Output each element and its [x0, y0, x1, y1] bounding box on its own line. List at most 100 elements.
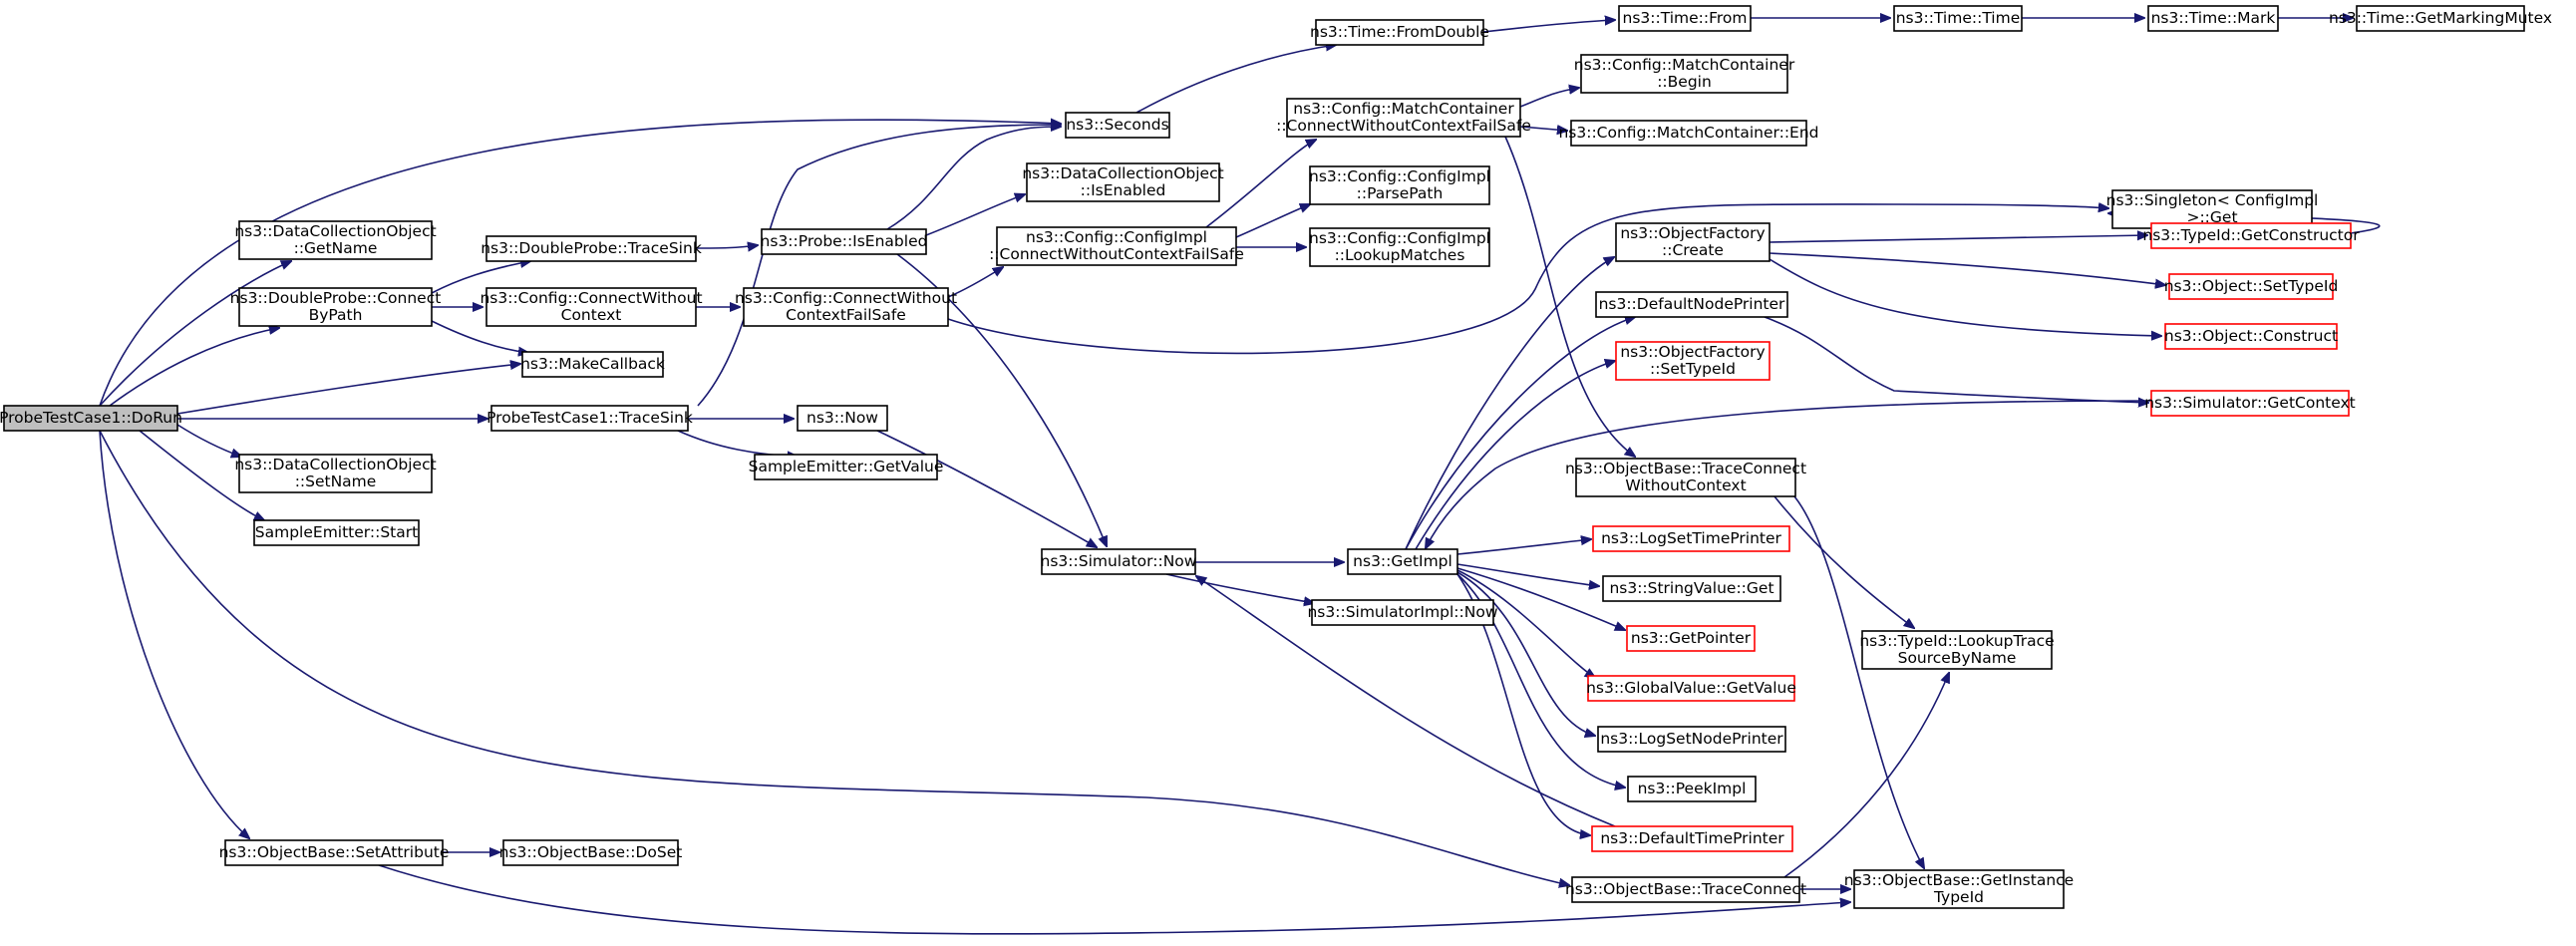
node-getimpl[interactable]: ns3::GetImpl [1347, 548, 1458, 575]
node-singleton-get[interactable]: ns3::Singleton< ConfigImpl >::Get [2106, 189, 2319, 229]
node-box [1309, 165, 1490, 205]
node-label: ByPath [309, 306, 363, 324]
node-label: TypeId [1933, 888, 1984, 906]
edge-of_create-to-object_construct [1769, 258, 2161, 336]
node-stringvalue-get[interactable]: ns3::StringValue::Get [1602, 575, 1781, 602]
node-box [238, 287, 433, 327]
node-box [1311, 599, 1494, 626]
node-box [1602, 575, 1781, 602]
node-label: ns3::ObjectBase::SetAttribute [219, 843, 450, 861]
node-se-getvalue[interactable]: SampleEmitter::GetValue [749, 454, 944, 480]
node-box [1309, 227, 1490, 267]
node-time-from[interactable]: ns3::Time::From [1618, 5, 1752, 32]
node-label: ::SetName [295, 473, 377, 490]
node-defaulttimeprinter[interactable]: ns3::DefaultTimePrinter [1591, 825, 1793, 852]
node-time-time[interactable]: ns3::Time::Time [1893, 5, 2023, 32]
node-sim-getcontext[interactable]: ns3::Simulator::GetContext [2144, 390, 2356, 417]
edge-dorun-to-se_start [139, 430, 264, 520]
node-object-settypeid[interactable]: ns3::Object::SetTypeId [2164, 273, 2339, 300]
node-se-start[interactable]: SampleEmitter::Start [253, 519, 420, 546]
edge-dp_connect-to-makecallback [431, 320, 528, 353]
edge-mc_cwcfs-to-mc_begin [1519, 88, 1579, 108]
node-box [1041, 548, 1196, 575]
node-time-getmutex[interactable]: ns3::Time::GetMarkingMutex [2329, 5, 2552, 32]
node-dco-isenabled[interactable]: ns3::DataCollectionObject::IsEnabled [1022, 162, 1224, 202]
node-ob-tcwc[interactable]: ns3::ObjectBase::TraceConnectWithoutCont… [1565, 458, 1806, 497]
node-ob-setattr[interactable]: ns3::ObjectBase::SetAttribute [219, 839, 450, 866]
node-label: ns3::Time::Time [1896, 9, 2021, 27]
node-time-fromdouble[interactable]: ns3::Time::FromDouble [1310, 19, 1489, 46]
node-mc-begin[interactable]: ns3::Config::MatchContainer::Begin [1574, 54, 1795, 94]
edge-ob_tcwc-to-typeid_lookup [1773, 495, 1914, 628]
node-dco-getname[interactable]: ns3::DataCollectionObject::GetName [234, 220, 437, 260]
node-label: ns3::Config::ConfigImpl [1309, 229, 1490, 247]
node-cfg-cwc[interactable]: ns3::Config::ConnectWithoutContext [480, 287, 703, 327]
node-dorun[interactable]: ProbeTestCase1::DoRun [0, 405, 182, 432]
node-box [238, 220, 433, 260]
node-label: ::Begin [1657, 73, 1712, 91]
node-gv-getvalue[interactable]: ns3::GlobalValue::GetValue [1586, 675, 1796, 702]
node-ptc-tracesink[interactable]: ProbeTestCase1::TraceSink [486, 405, 693, 432]
node-label: ContextFailSafe [786, 306, 906, 324]
node-time-mark[interactable]: ns3::Time::Mark [2147, 5, 2279, 32]
node-makecallback[interactable]: ns3::MakeCallback [520, 351, 665, 378]
node-sim-now[interactable]: ns3::Simulator::Now [1041, 548, 1197, 575]
node-label: ::Create [1662, 241, 1724, 259]
node-label: ns3::ObjectBase::TraceConnect [1565, 880, 1806, 898]
node-logsetnodeprinter[interactable]: ns3::LogSetNodePrinter [1597, 726, 1786, 753]
node-now[interactable]: ns3::Now [797, 405, 888, 432]
node-mc-cwcfs[interactable]: ns3::Config::MatchContainer::ConnectWith… [1276, 98, 1531, 138]
edge-ob_setattr-to-ob_getinstance [378, 864, 1850, 935]
node-ob-traceconnect[interactable]: ns3::ObjectBase::TraceConnect [1565, 876, 1806, 903]
edge-dorun-to-makecallback [176, 364, 520, 415]
node-of-create[interactable]: ns3::ObjectFactory::Create [1615, 222, 1771, 262]
edge-getimpl-to-defaultnodeprinter [1405, 317, 1635, 550]
node-cfgimpl-lookup[interactable]: ns3::Config::ConfigImpl::LookupMatches [1309, 227, 1490, 267]
edge-dorun-to-ob_traceconnect [99, 430, 1569, 885]
node-dp-tracesink[interactable]: ns3::DoubleProbe::TraceSink [481, 235, 702, 262]
node-label: ::ConnectWithoutContextFailSafe [989, 245, 1244, 263]
node-logsettimeprinter[interactable]: ns3::LogSetTimePrinter [1592, 525, 1790, 552]
node-typeid-getctor[interactable]: ns3::TypeId::GetConstructor [2142, 222, 2360, 249]
node-box [502, 839, 679, 866]
edge-cfgimpl_cwcfs-to-cfgimpl_parsepath [1235, 204, 1310, 238]
node-label: ns3::Singleton< ConfigImpl [2106, 191, 2319, 209]
node-label: ::ConnectWithoutContextFailSafe [1276, 117, 1531, 135]
node-cfg-cwcfs[interactable]: ns3::Config::ConnectWithoutContextFailSa… [735, 287, 957, 327]
node-defaultnodeprinter[interactable]: ns3::DefaultNodePrinter [1595, 291, 1788, 318]
node-ob-doset[interactable]: ns3::ObjectBase::DoSet [499, 839, 683, 866]
edge-ptc_tracesink-to-se_getvalue [677, 430, 798, 457]
node-box [1627, 776, 1757, 802]
graph-nodes: ProbeTestCase1::DoRun ns3::Secondsns3::Da… [0, 5, 2552, 909]
edge-sim_getcontext-to-getimpl [1426, 400, 2152, 548]
node-cfgimpl-parsepath[interactable]: ns3::Config::ConfigImpl::ParsePath [1309, 165, 1490, 205]
node-mc-end[interactable]: ns3::Config::MatchContainer::End [1558, 120, 1819, 147]
node-simimpl-now[interactable]: ns3::SimulatorImpl::Now [1307, 599, 1498, 626]
node-dco-setname[interactable]: ns3::DataCollectionObject::SetName [234, 454, 437, 493]
node-seconds[interactable]: ns3::Seconds [1065, 112, 1170, 139]
node-label: SampleEmitter::Start [255, 523, 418, 541]
node-box [1618, 5, 1752, 32]
node-label: >::Get [2186, 208, 2237, 226]
node-box [1597, 726, 1786, 753]
node-label: ns3::SimulatorImpl::Now [1307, 603, 1497, 621]
node-label: ns3::Config::MatchContainer [1293, 100, 1514, 118]
node-getpointer[interactable]: ns3::GetPointer [1626, 625, 1756, 652]
node-label: ProbeTestCase1::TraceSink [486, 409, 693, 427]
node-label: ns3::DataCollectionObject [234, 222, 436, 240]
node-box [1591, 825, 1793, 852]
node-object-construct[interactable]: ns3::Object::Construct [2164, 323, 2338, 350]
node-box [1861, 630, 2053, 670]
node-probe-isenabled[interactable]: ns3::Probe::IsEnabled [761, 228, 928, 255]
node-box [1592, 525, 1790, 552]
node-box [1626, 625, 1756, 652]
node-peekimpl[interactable]: ns3::PeekImpl [1627, 776, 1757, 802]
node-box [1587, 675, 1795, 702]
node-label: ns3::GetPointer [1631, 629, 1752, 647]
node-of-settypeid[interactable]: ns3::ObjectFactory::SetTypeId [1615, 341, 1771, 381]
node-cfgimpl-cwcfs[interactable]: ns3::Config::ConfigImpl::ConnectWithoutC… [989, 226, 1244, 266]
